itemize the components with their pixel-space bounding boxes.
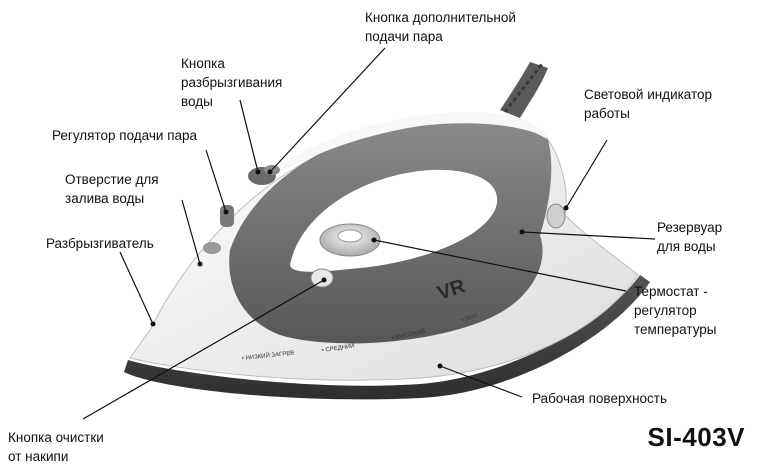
model-number: SI-403V <box>648 422 745 453</box>
label-soleplate: Рабочая поверхность <box>532 389 667 408</box>
label-water-inlet: Отверстие для залива воды <box>65 170 159 208</box>
indicator-light-shape <box>547 204 565 228</box>
label-extra-steam-button: Кнопка дополнительной подачи пара <box>365 8 516 46</box>
water-inlet-shape <box>203 242 221 254</box>
leader-steam-regulator <box>206 150 226 212</box>
label-indicator-light: Световой индикатор работы <box>584 85 712 123</box>
label-thermostat: Термостат - регулятор температуры <box>634 282 717 339</box>
label-spray-button: Кнопка разбрызгивания воды <box>181 54 282 111</box>
label-self-clean-button: Кнопка очистки от накипи <box>8 428 104 466</box>
leader-sprayer <box>120 252 153 324</box>
label-steam-regulator: Регулятор подачи пара <box>52 126 197 145</box>
self-clean-button-shape <box>311 269 333 287</box>
label-sprayer: Разбрызгиватель <box>46 234 154 253</box>
label-water-tank: Резервуар для воды <box>657 218 722 256</box>
leader-water-inlet <box>182 200 200 264</box>
leader-indicator <box>566 140 607 208</box>
steam-regulator-shape <box>220 205 234 227</box>
